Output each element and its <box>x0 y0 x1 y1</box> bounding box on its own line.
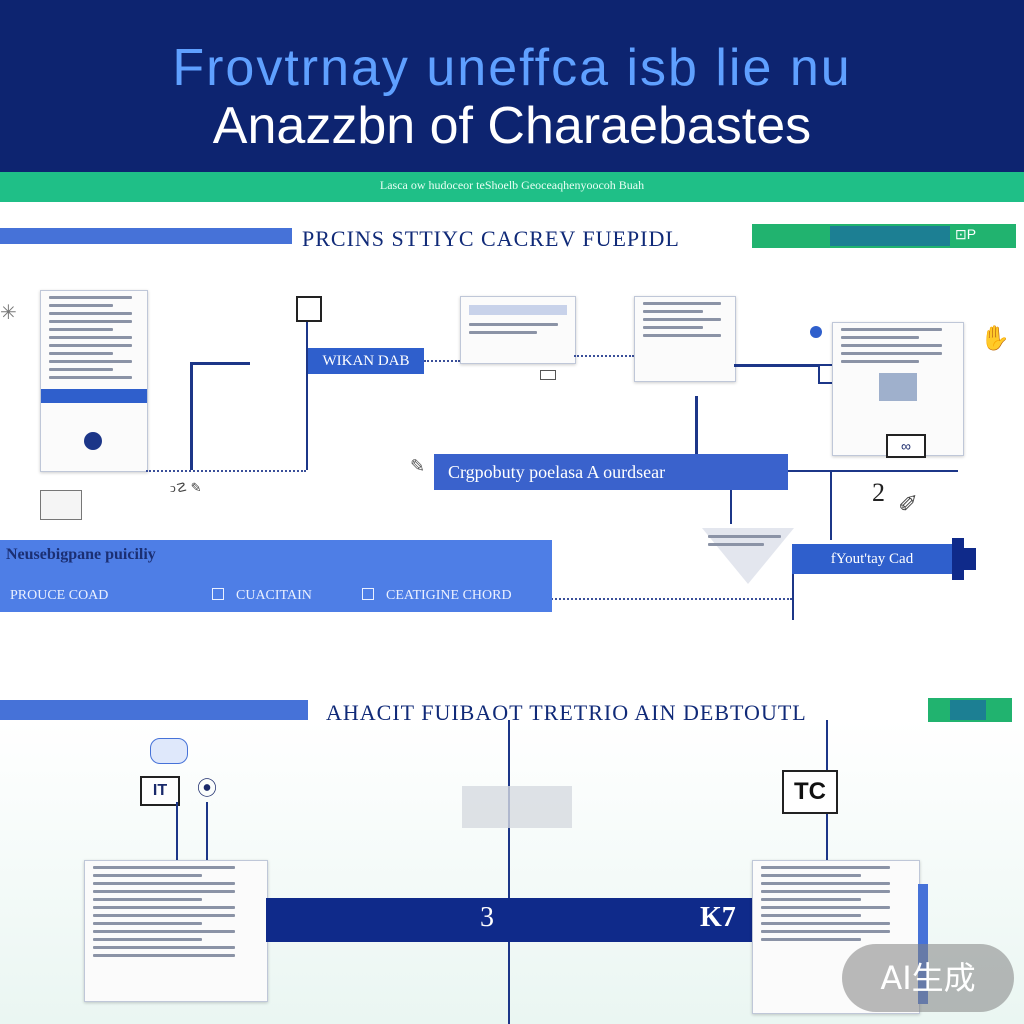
main-process-bar: Crgpobuty poelasa A ourdsear <box>434 454 788 490</box>
sketch-scribble: ↄ☡ ✎ <box>170 480 202 495</box>
connector-vertical-3 <box>695 396 698 456</box>
header-subtitle: Lasca ow hudoceor teShoelb Geoceaqhenyoo… <box>379 178 645 192</box>
section1-title: PRCINS STTIYC CACREV FUEPIDL <box>302 226 680 251</box>
card-blue-strip <box>41 389 147 403</box>
header-title-line1: Frovtrnay uneffca isb lie nu <box>172 39 852 97</box>
screenshot-card-2 <box>634 296 736 382</box>
label-right-cap <box>952 538 964 580</box>
section2-left-bar <box>0 700 308 720</box>
header-title-line2: Anazzbn of Charaebastes <box>212 97 812 155</box>
connector-dotted-3 <box>574 355 634 357</box>
subtitle-band <box>0 172 1024 202</box>
connector-dotted-2 <box>424 360 460 362</box>
bottom-navy-bar <box>266 898 752 942</box>
wide-item-2: CUACITAIN <box>236 588 312 603</box>
connector-down-3 <box>792 560 794 620</box>
sketch-mark-left: ✳ <box>0 302 17 324</box>
connector-dotted <box>146 470 306 472</box>
wide-panel-title: Neusebigpane puiciliy <box>6 546 156 563</box>
screenshot-card-1 <box>460 296 576 364</box>
connector-vertical <box>190 362 193 470</box>
document-card-left <box>40 290 148 472</box>
small-box-icon <box>296 296 322 322</box>
bullet-dot-icon <box>810 326 822 338</box>
document-card-right <box>832 322 964 456</box>
connector-horizontal-3 <box>788 470 958 472</box>
section1-tab-label: ⊡P <box>955 226 977 242</box>
section1-tab-pattern <box>830 226 950 246</box>
connector-dotted-4 <box>548 598 792 600</box>
card-seal-icon <box>84 432 102 450</box>
connector-down-1 <box>730 490 732 524</box>
connector-down-2 <box>830 470 832 540</box>
bottom-bar-glyph-2: K7 <box>700 902 736 933</box>
cloud-icon <box>150 738 188 764</box>
wide-item-icon-2 <box>362 588 374 600</box>
section2-tab-pattern <box>950 700 986 720</box>
section1-left-bar <box>0 228 292 244</box>
connector-horizontal-2 <box>734 364 834 367</box>
faded-doc-block <box>462 786 572 828</box>
center-divider-line <box>508 720 510 1024</box>
sketch-pencil-icon: ✐ <box>898 491 919 518</box>
sketch-two-glyph: 2 <box>872 478 885 507</box>
wide-blue-panel <box>0 540 552 612</box>
sketch-doc-icon <box>40 490 82 520</box>
funnel-doc-lines <box>700 530 794 554</box>
bottom-bar-glyph-1: 3 <box>480 902 494 933</box>
sketch-hand-icon: ✋ <box>980 325 1010 352</box>
label-wikan-dab: WIKAN DAB <box>308 348 424 374</box>
wide-item-1: PROUCE COAD <box>10 588 109 603</box>
section2-title: AHACIT FUIBAOT TRETRIO AIN DEBTOUTL <box>326 700 807 725</box>
pen-icon: ✎ <box>410 456 426 476</box>
label-right-cap-2 <box>964 548 976 570</box>
tc-icon: TC <box>782 770 838 814</box>
small-label-icon <box>540 370 556 380</box>
document-card-bottom-left <box>84 860 268 1002</box>
lock-icon: ⦿ <box>197 778 217 800</box>
header-banner <box>0 0 1024 172</box>
connector-bottom-1 <box>176 802 178 862</box>
connector-bottom-2 <box>206 802 208 862</box>
connector-horizontal <box>190 362 250 365</box>
connector-vertical-2 <box>306 300 308 470</box>
card-figure <box>879 373 917 401</box>
label-right: fYout'tay Cad <box>792 544 952 574</box>
wide-item-3: CEATIGINE CHORD <box>386 588 512 603</box>
ai-generated-badge: AI生成 <box>842 944 1014 1012</box>
it-icon: IT <box>140 776 180 806</box>
wide-item-icon-1 <box>212 588 224 600</box>
infinity-icon: ∞ <box>886 434 926 458</box>
